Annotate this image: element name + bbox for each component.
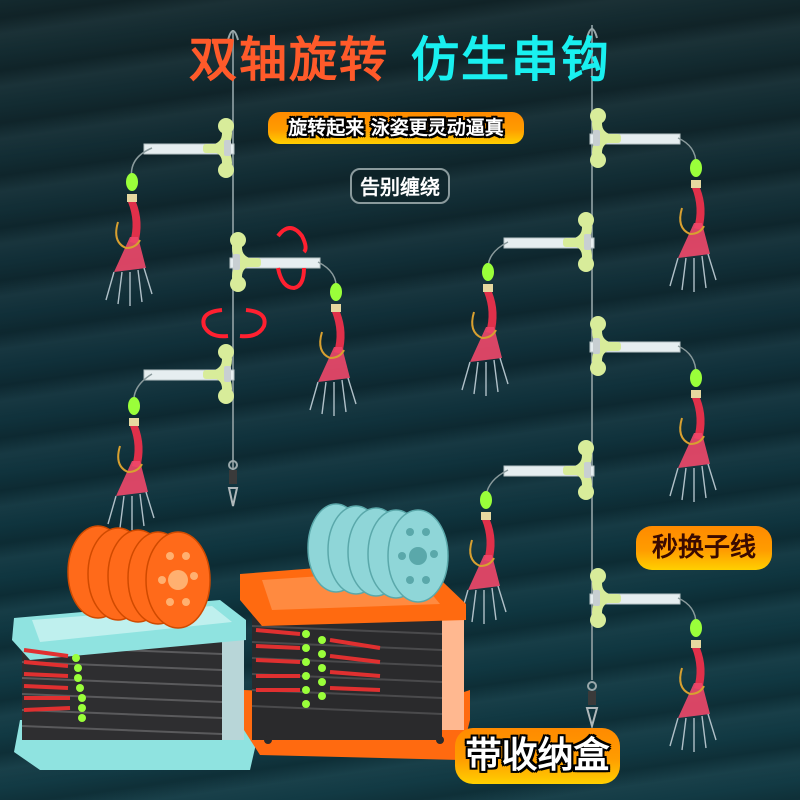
headline: 双轴旋转仿生串钩: [0, 30, 800, 90]
left-swivel-icon: [227, 460, 239, 507]
teal-storage-box: [12, 525, 258, 770]
badge-storage-box: 带收纳盒: [455, 728, 620, 784]
right-swivel-icon: [585, 681, 599, 730]
badge-no-tangle: 告别缠绕: [350, 168, 450, 204]
headline-bionic-string-hook: 仿生串钩: [411, 32, 612, 88]
rotation-arrow-horizontal-icon: [201, 308, 267, 339]
headline-dual-axis-rotation: 双轴旋转: [188, 32, 389, 88]
badge-rotation-motion: 旋转起来 泳姿更灵动逼真: [268, 112, 524, 144]
orange-storage-box: [240, 503, 470, 760]
badge-quick-swap: 秒换子线: [636, 526, 772, 570]
